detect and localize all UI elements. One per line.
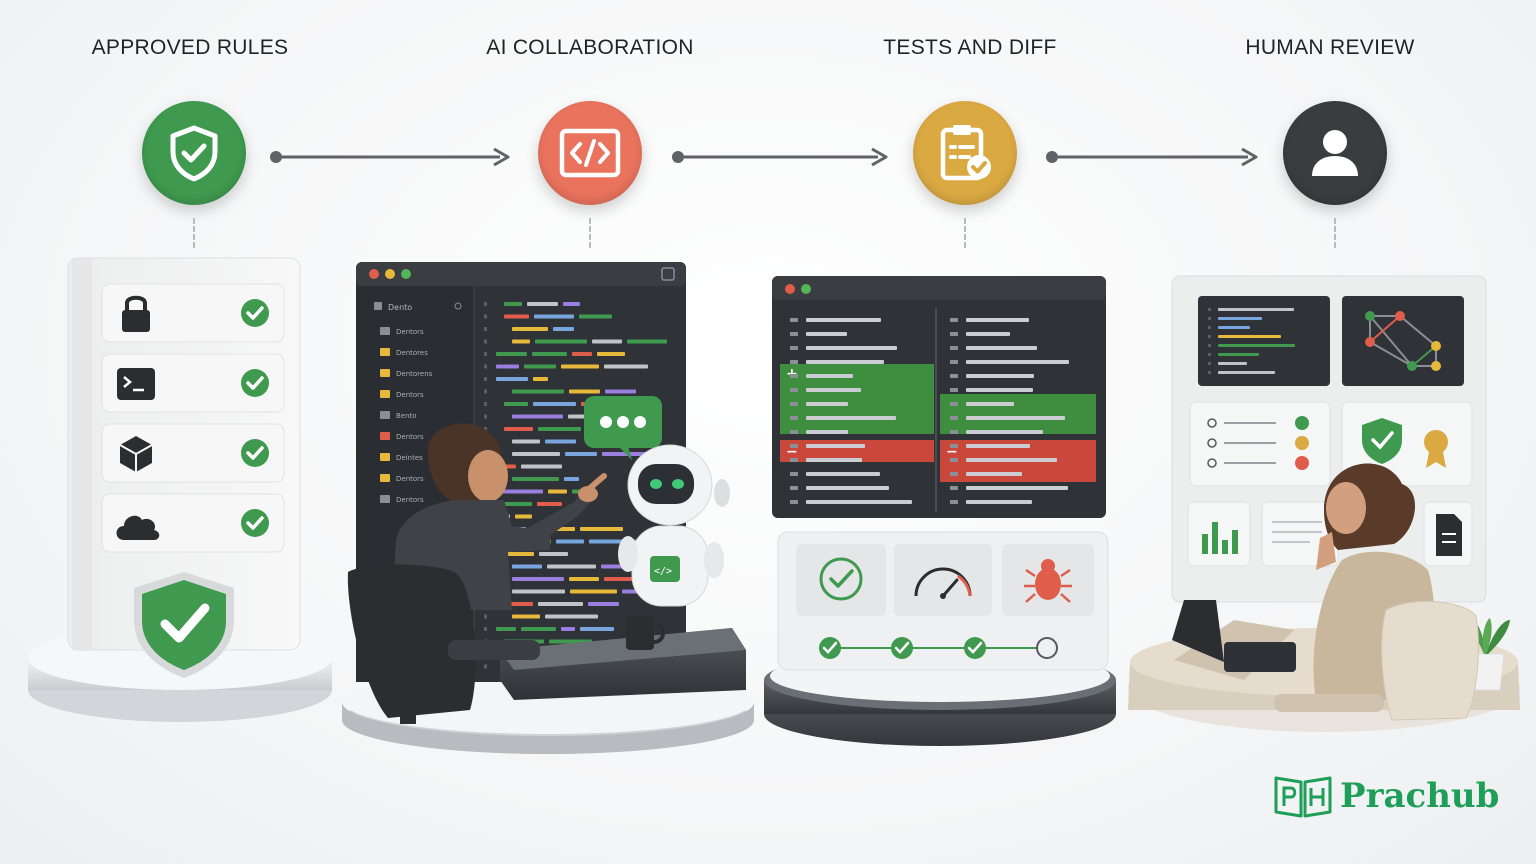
chat-bubble-icon	[584, 396, 662, 460]
ide-folder-label: Dentorens	[396, 370, 433, 378]
rule-row-cloud	[101, 493, 285, 553]
gauge-icon	[894, 544, 992, 616]
document-icon	[1423, 501, 1473, 567]
test-progress-steps	[819, 637, 1058, 659]
shield-check-icon	[142, 101, 246, 205]
stage-title-ai-collaboration: AI COLLABORATION	[486, 36, 694, 59]
ide-folder-label: Dentors	[396, 496, 424, 504]
bar-chart-tile	[1187, 501, 1251, 567]
office-chair	[1274, 601, 1479, 721]
dashed-connector-2	[589, 218, 591, 248]
ide-sidebar-header: Dento	[388, 303, 412, 312]
bug-icon	[1002, 544, 1094, 616]
ide-folder-label: Dentors	[396, 433, 424, 441]
ai-collaboration-scene: Dento DentorsDentoresDentorensDentorsBen…	[342, 262, 754, 754]
stage-title-human-review: HUMAN REVIEW	[1245, 36, 1415, 59]
svg-text:−: −	[786, 444, 798, 460]
ide-folder-label: Dentors	[396, 391, 424, 399]
svg-text:</>: </>	[654, 566, 672, 577]
arrow-connector-2	[672, 147, 888, 167]
test-pass-tile	[796, 544, 886, 616]
approved-rules-panel	[28, 257, 332, 722]
arrow-connector-1	[270, 147, 510, 167]
office-chair	[347, 564, 540, 724]
review-code-lines	[1208, 308, 1295, 374]
review-checklist-tile	[1189, 401, 1331, 487]
book-logo-icon	[1274, 776, 1332, 818]
tests-and-diff-scene: + − −	[764, 276, 1116, 746]
diff-code-lines	[790, 318, 1069, 504]
arrow-connector-3	[1046, 147, 1258, 167]
brand-name: Prachub	[1340, 776, 1500, 816]
rule-row-lock	[101, 283, 285, 343]
robot-assistant: </>	[618, 444, 730, 607]
ide-folder-tree: DentorsDentoresDentorensDentorsBentoDent…	[380, 327, 433, 504]
user-icon	[1283, 101, 1387, 205]
rule-row-terminal	[101, 353, 285, 413]
dashed-connector-4	[1334, 218, 1336, 248]
stage-title-approved-rules: APPROVED RULES	[91, 36, 289, 59]
code-window-icon	[538, 101, 642, 205]
prachub-logo: Prachub	[1272, 772, 1499, 820]
rule-row-package	[101, 423, 285, 483]
human-review-scene	[1128, 275, 1520, 732]
ide-folder-label: Dentors	[396, 475, 424, 483]
dashed-connector-1	[193, 218, 195, 248]
large-shield-check-icon	[134, 572, 234, 678]
dashed-connector-3	[964, 218, 966, 248]
ide-folder-label: Dentores	[396, 349, 428, 357]
clipboard-check-icon	[913, 101, 1017, 205]
graph-diagram-tile	[1342, 296, 1464, 386]
stage-title-tests-and-diff: TESTS AND DIFF	[883, 36, 1057, 59]
svg-text:−: −	[946, 444, 958, 460]
ide-folder-label: Deintes	[396, 454, 423, 462]
ide-folder-label: Bento	[396, 412, 417, 420]
ide-folder-label: Dentors	[396, 328, 424, 336]
